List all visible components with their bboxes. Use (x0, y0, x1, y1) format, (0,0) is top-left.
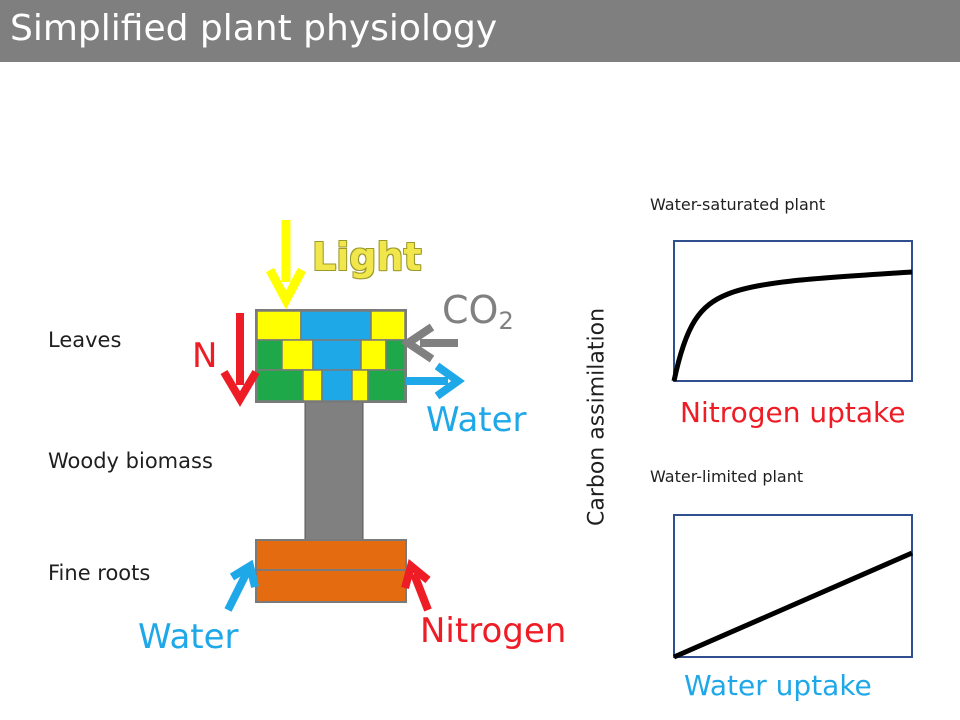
co2-label: CO2 (442, 288, 514, 335)
y-axis-label: Carbon assimilation (584, 307, 610, 527)
woody-biomass-label: Woody biomass (48, 449, 213, 473)
graph-water-saturated (671, 240, 913, 382)
top-graph-xlabel: Nitrogen uptake (680, 396, 906, 429)
graph-water-limited (672, 514, 914, 660)
bottom-graph-xlabel: Water uptake (684, 669, 872, 702)
water-out-label: Water (426, 400, 527, 440)
nitrogen-in-arrow (401, 558, 432, 612)
linear-line (672, 550, 914, 660)
bottom-graph-title: Water-limited plant (650, 467, 804, 486)
n-label: N (192, 336, 218, 376)
water-in-label: Water (138, 617, 239, 657)
page-title: Simplified plant physiology (10, 8, 498, 49)
leaves-label: Leaves (48, 328, 122, 352)
fine-roots-block (255, 539, 407, 603)
nitrogen-leaf-arrow (220, 313, 260, 407)
top-graph-title: Water-saturated plant (650, 195, 826, 214)
water-in-arrow (224, 559, 259, 612)
co2-subscript: 2 (498, 307, 514, 335)
saturating-curve (671, 269, 913, 382)
light-label: Light (312, 235, 422, 279)
fine-roots-label: Fine roots (48, 561, 151, 585)
title-bar: Simplified plant physiology (0, 0, 960, 62)
woody-stem (304, 397, 364, 541)
co2-text: CO (442, 288, 499, 332)
leaves-block (255, 309, 407, 403)
light-arrow (266, 220, 306, 310)
water-out-arrow (406, 362, 465, 400)
co2-arrow (400, 323, 458, 363)
nitrogen-in-label: Nitrogen (420, 611, 567, 651)
